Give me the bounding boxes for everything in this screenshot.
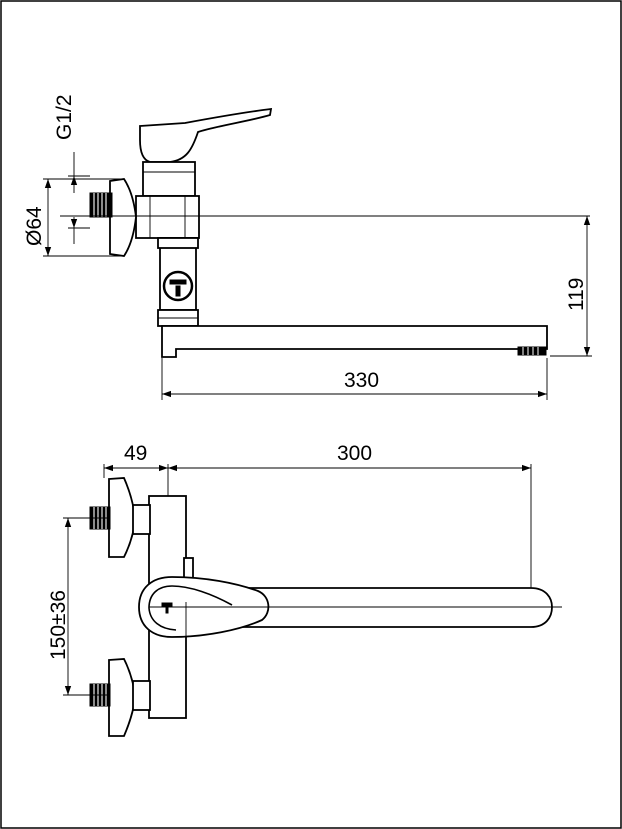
side-view: G1/2 Ø64 119 330 [23,94,592,400]
rosette-diameter-label: Ø64 [23,206,46,246]
hex-nut-upper [135,195,200,239]
upper-rosette [108,477,136,558]
lower-rosette [108,658,136,737]
inlet-spacing-label: 150±36 [47,590,70,660]
threaded-inlet [89,192,113,218]
cartridge-body [142,161,196,197]
spout [161,325,548,358]
reach-label: 300 [337,442,372,465]
thread-size-label: G1/2 [53,94,76,140]
length-label: 330 [344,369,379,392]
spout-aerator [517,346,547,356]
lower-hex-nut [132,680,151,711]
top-view: 49 300 150±36 [47,442,562,737]
lever-handle [139,107,273,163]
offset-label: 49 [124,442,147,465]
wall-rosette [109,178,137,257]
upper-hex-nut [132,504,151,535]
height-label: 119 [565,278,588,311]
